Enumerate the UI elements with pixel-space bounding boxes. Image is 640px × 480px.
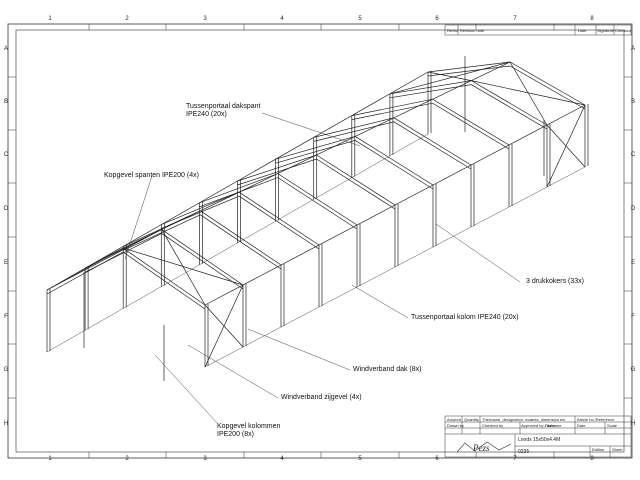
portal-rafter-flange — [427, 65, 586, 110]
steel-hall-structure — [46, 56, 589, 381]
grid-col-7-top: 7 — [513, 16, 517, 22]
tb-amount: Amount — [447, 417, 461, 422]
grid-col-3-bottom: 3 — [203, 456, 207, 462]
logo-text: Pezs — [472, 443, 490, 453]
base-line-right — [204, 166, 586, 368]
callout-dakspant-line2: IPE240 (20x) — [186, 111, 227, 118]
leader-lines — [124, 112, 521, 425]
wall-bracing — [204, 284, 244, 368]
tb-article: Article no./Reference — [577, 417, 615, 422]
grid-row-b-left: B — [3, 99, 8, 105]
title-block — [444, 415, 632, 458]
grid-col-7-bottom: 7 — [513, 456, 517, 462]
callout-kopgevel-kolommen-line1: Kopgevel kolommen — [217, 423, 281, 430]
grid-row-d-right: D — [630, 206, 636, 212]
wall-bracing — [546, 104, 586, 188]
tb-approved-by: Approved by / date — [521, 423, 555, 428]
revision-header-date: Date — [578, 28, 587, 33]
grid-col-8-bottom: 8 — [590, 456, 594, 462]
callout-dakspant-line1: Tussenportaal dakspant — [186, 103, 261, 110]
tb-quantity: Quantity — [464, 417, 479, 422]
grid-col-2-top: 2 — [125, 16, 129, 22]
grid-col-3-top: 3 — [203, 16, 207, 22]
grid-row-f-left: F — [4, 314, 8, 320]
roof-bracing — [509, 61, 548, 126]
longitudinal-strut — [46, 71, 429, 291]
tb-drawing-no: 0235 — [518, 449, 530, 455]
longitudinal-strut — [122, 61, 511, 249]
grid-row-h-left: H — [3, 421, 9, 427]
portal-rafter-flange — [84, 232, 244, 290]
callout-kopgevel-kolommen-line2: IPE200 (8x) — [217, 431, 254, 438]
roof-bracing — [389, 61, 511, 95]
portal-rafter-flange — [123, 214, 282, 270]
tb-sheet: Sheet — [612, 447, 623, 452]
grid-row-f-right: F — [631, 314, 635, 320]
grid-row-g-right: G — [630, 367, 636, 373]
grid-row-b-right: B — [630, 99, 635, 105]
callout-drukkokers: 3 drukkokers (33x) — [526, 278, 584, 285]
grid-col-2-bottom: 2 — [125, 456, 129, 462]
roof-bracing — [427, 71, 472, 81]
callout-dakspant: Tussenportaal dakspant IPE240 (20x) — [186, 103, 260, 119]
grid-row-h-right: H — [630, 421, 636, 427]
portal-rafter-flange — [313, 121, 472, 170]
portal-rafter-flange — [389, 84, 548, 130]
grid-row-e-left: E — [3, 260, 8, 266]
portal-rafter-flange — [351, 102, 510, 150]
tb-checked-by: Checked by — [482, 423, 504, 428]
grid-col-4-top: 4 — [280, 16, 284, 22]
grid-row-c-right: C — [630, 152, 636, 158]
grid-ticks — [8, 24, 632, 458]
tb-scale: Scale — [607, 423, 618, 428]
grid-col-8-top: 8 — [590, 16, 594, 22]
sheet-inner-border — [15, 29, 625, 453]
callout-windverband-dak: Windverband dak (8x) — [353, 366, 422, 373]
grid-col-5-top: 5 — [358, 16, 362, 22]
grid-row-d-left: D — [3, 206, 9, 212]
sheet-outer-border — [7, 23, 633, 459]
revision-table — [444, 24, 632, 36]
callout-kopgevel-spanten: Kopgevel spanten IPE200 (4x) — [104, 172, 199, 179]
portal-rafter-flange — [275, 140, 434, 190]
grid-col-6-bottom: 6 — [435, 456, 439, 462]
grid-col-6-top: 6 — [435, 16, 439, 22]
roof-bracing — [46, 229, 162, 291]
callout-kopgevel-kolommen: Kopgevel kolommen IPE200 (8x) — [217, 423, 280, 439]
longitudinal-strut — [204, 104, 586, 306]
revision-header-signature: Signature — [597, 28, 615, 33]
grid-row-e-right: E — [630, 260, 635, 266]
callout-tussen-kolom: Tussenportaal kolom IPE240 (20x) — [411, 314, 519, 321]
portal-rafter-flange — [199, 177, 358, 230]
grid-col-5-bottom: 5 — [358, 456, 362, 462]
base-line-left — [46, 133, 429, 353]
tb-edition: Edition — [592, 447, 605, 452]
grid-row-c-left: C — [3, 152, 9, 158]
tb-title: Loods 15x50x4.4M — [518, 437, 561, 443]
roof-bracing — [161, 229, 206, 306]
tb-drawn-by: Drawn by — [447, 423, 464, 428]
portal-rafter — [199, 173, 358, 226]
tb-filename: Filename — [545, 423, 562, 428]
grid-row-g-left: G — [3, 367, 9, 373]
revision-header-checked: Checked — [615, 28, 631, 33]
tb-date: Date — [577, 423, 586, 428]
company-logo: Pezs — [456, 441, 512, 453]
revision-header-revisi: Revisi — [447, 28, 458, 33]
callout-windverband-zijgevel: Windverband zijgevel (4x) — [281, 394, 362, 401]
grid-row-a-left: A — [3, 46, 8, 52]
grid-col-1-bottom: 1 — [48, 456, 52, 462]
grid-row-a-right: A — [630, 46, 635, 52]
revision-header-note: Revision note — [460, 28, 485, 33]
roof-bracing — [84, 247, 124, 269]
tb-designation: Thermane, designation, materia, dimensio… — [482, 417, 566, 422]
portal-rafter-flange — [161, 195, 320, 250]
grid-col-4-bottom: 4 — [280, 456, 284, 462]
grid-col-1-top: 1 — [48, 16, 52, 22]
